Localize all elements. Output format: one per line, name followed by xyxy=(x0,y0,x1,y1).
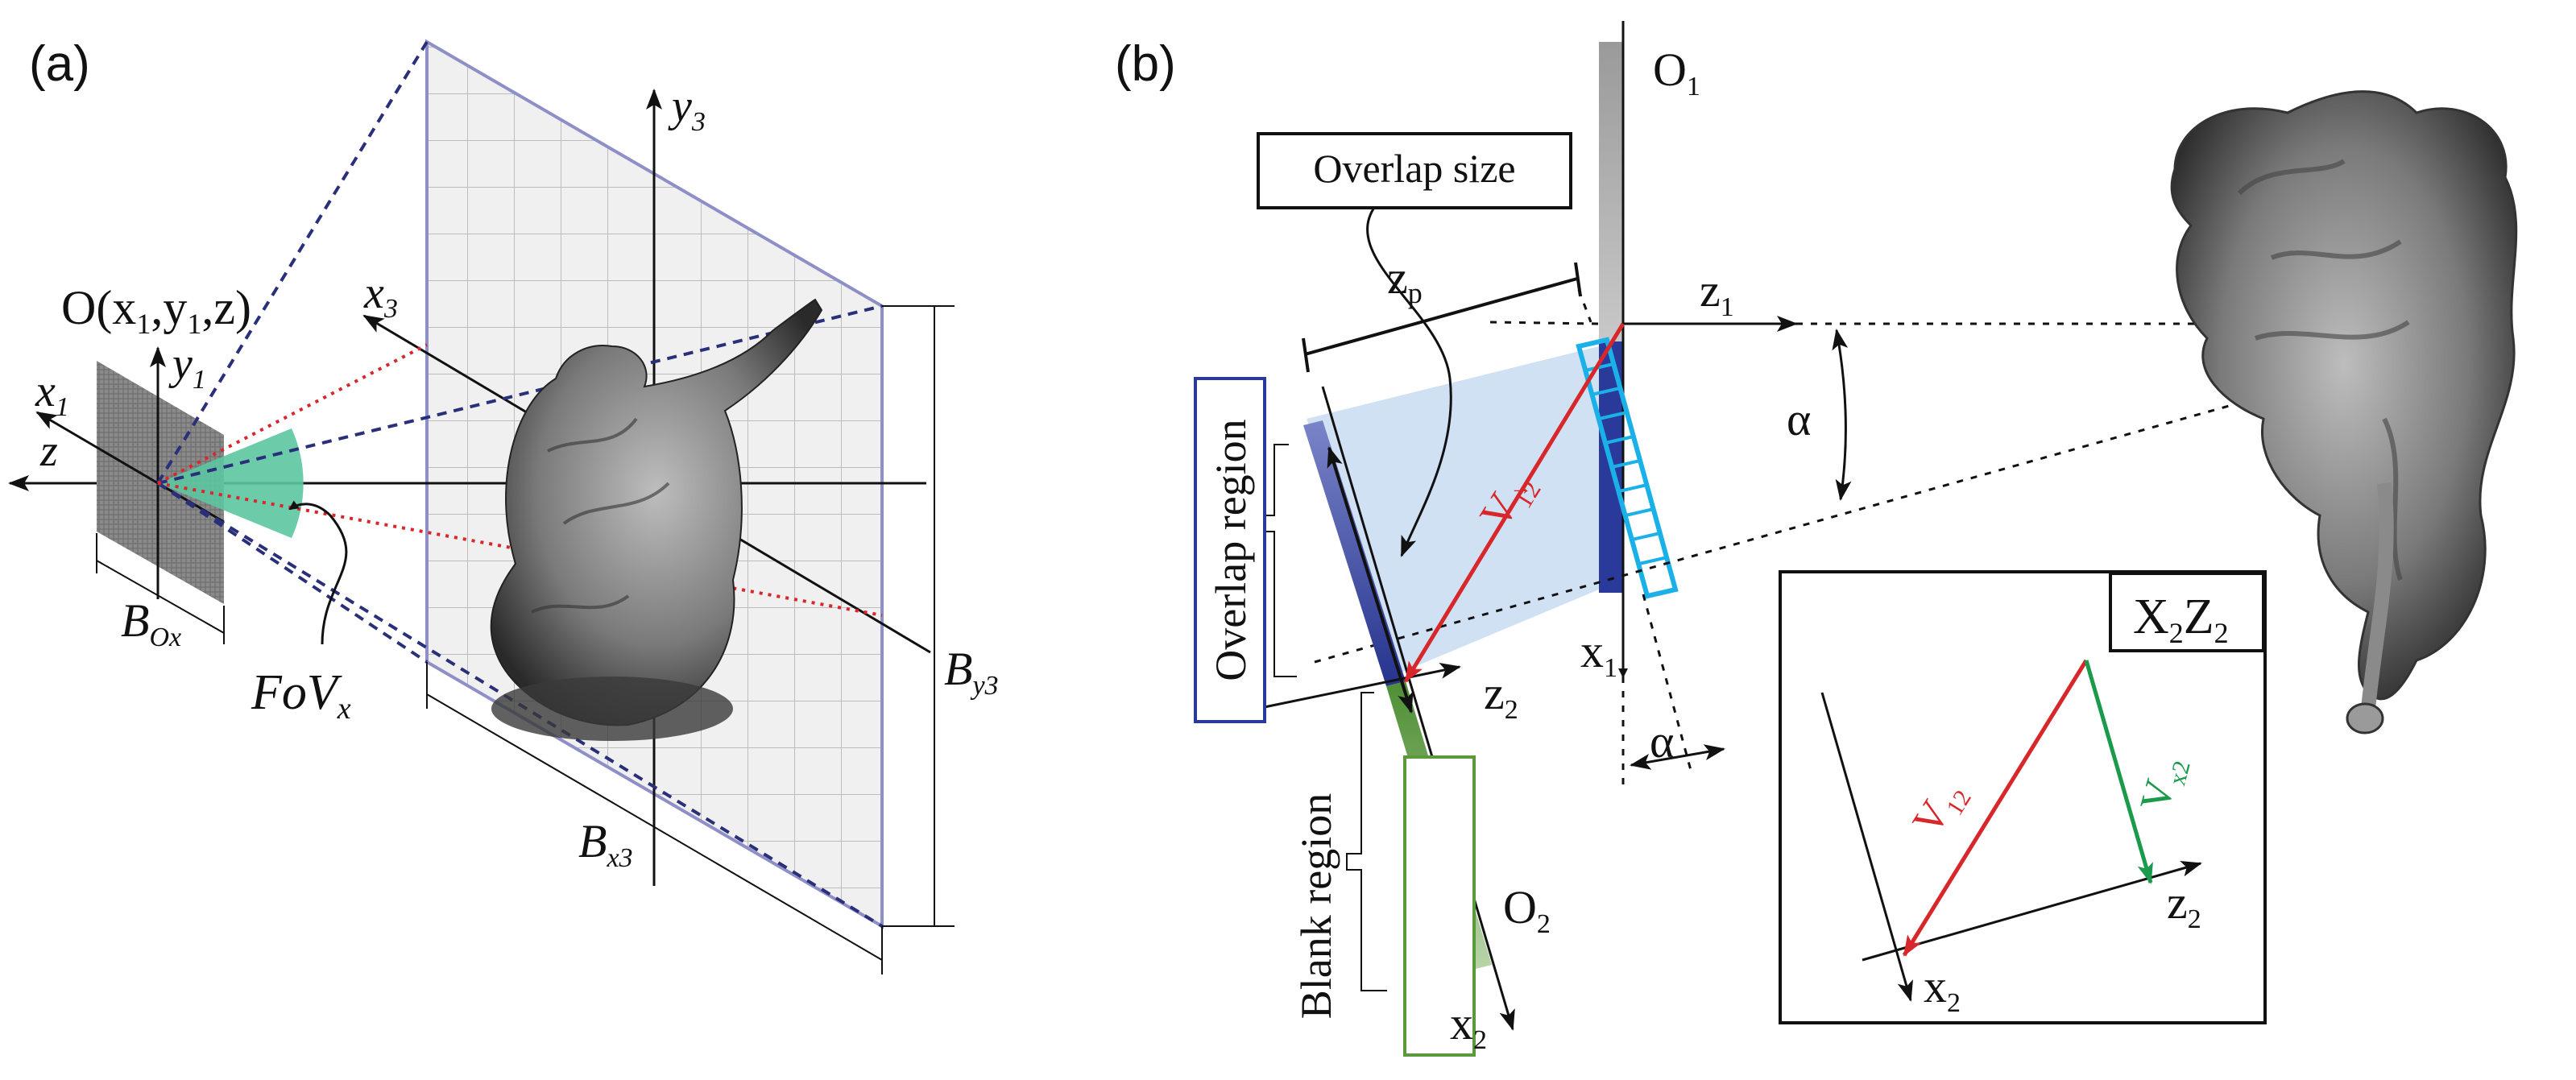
alpha-arc-2 xyxy=(1630,744,1725,770)
blank-bracket xyxy=(1346,692,1387,991)
zp-tick-left xyxy=(1302,337,1310,373)
fov-pointer xyxy=(288,500,348,645)
fov-label: FoVx xyxy=(251,665,351,726)
cyan-frame-ticks xyxy=(1584,362,1668,565)
overlap-region-label: Overlap region xyxy=(1207,419,1255,681)
dimension-lines xyxy=(96,305,955,974)
fov-wedge xyxy=(158,428,304,538)
z2-axis-b xyxy=(1256,663,1461,710)
zp-label: zp xyxy=(1387,251,1423,309)
blank-region-box xyxy=(1403,755,1476,1057)
z-label: z xyxy=(39,426,58,476)
v12-vector xyxy=(1403,322,1626,683)
v12-arrow-accent: → xyxy=(1510,475,1532,500)
overlap-size-pointer xyxy=(1366,192,1452,557)
x3-label: x3 xyxy=(363,268,398,324)
alpha2-label: α xyxy=(1650,715,1674,768)
blank-region-label: Blank region xyxy=(1292,793,1340,1019)
alpha-arc-1 xyxy=(1832,329,1852,501)
panel-b: (b) xyxy=(1115,21,2518,1057)
panel-a-label: (a) xyxy=(29,36,90,92)
o2-label: O2 xyxy=(1503,881,1551,939)
box-label: BOx xyxy=(121,594,181,652)
alpha-label: α xyxy=(1787,393,1811,445)
inset-x2-axis xyxy=(1820,692,1913,1002)
y3-label: y3 xyxy=(668,81,706,137)
inset-title-box xyxy=(2109,572,2265,652)
overlap-region-box xyxy=(1194,377,1266,723)
o1-label: O1 xyxy=(1653,43,1700,101)
inset-vx2-label: Vx2 xyxy=(2132,751,2196,817)
y1-label: y1 xyxy=(168,339,206,395)
z1-label: z1 xyxy=(1700,264,1734,322)
zp-tick-right xyxy=(1574,262,1582,297)
z2-label-b: z2 xyxy=(1484,667,1518,725)
x2-label-b: x2 xyxy=(1450,997,1487,1055)
overlap-size-box xyxy=(1257,132,1572,209)
inset-v12-vector xyxy=(1902,659,2089,957)
panel-a: (a) xyxy=(8,36,999,974)
fov-rays xyxy=(157,343,883,617)
inset-z2-label: z2 xyxy=(2167,876,2201,934)
scanned-object-image xyxy=(2170,90,2518,734)
inset-x2-label: x2 xyxy=(1924,960,1961,1018)
x1-label-b: x1 xyxy=(1580,625,1617,683)
origin-label: O(x1,y1,z) xyxy=(61,281,251,340)
bx3-label: Bx3 xyxy=(578,815,633,873)
overlap-size-label: Overlap size xyxy=(1313,146,1515,191)
zp-dimension xyxy=(1304,277,1578,356)
statue-image xyxy=(490,298,823,741)
inset-title: X2Z2 xyxy=(2133,590,2229,649)
overlap-size-arrow xyxy=(1327,446,1414,714)
panel-b-label: (b) xyxy=(1115,36,1176,92)
o1-sensor-gray xyxy=(1599,42,1623,341)
by3-label: By3 xyxy=(944,643,999,701)
cyan-frame xyxy=(1576,337,1679,599)
inset-vx2-vector xyxy=(2084,660,2153,884)
x1-label: x1 xyxy=(35,366,69,422)
